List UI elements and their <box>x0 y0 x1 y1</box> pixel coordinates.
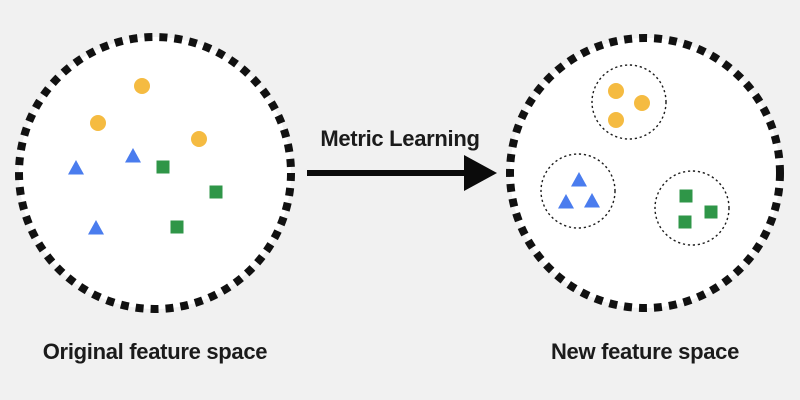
yellow-dot-marker <box>608 112 624 128</box>
new-space-label: New feature space <box>550 339 740 364</box>
green-square-marker <box>209 185 223 199</box>
yellow-dot-marker <box>608 83 624 99</box>
blue-triangle-marker <box>88 220 104 235</box>
green-cluster-boundary <box>654 170 730 246</box>
yellow-dot-marker <box>191 131 207 147</box>
yellow-dot-marker <box>634 95 650 111</box>
blue-triangle-marker <box>558 194 574 209</box>
original-space-label: Original feature space <box>42 339 268 364</box>
blue-triangle-marker <box>125 148 141 163</box>
arrow-head-icon <box>464 155 497 191</box>
yellow-cluster-boundary <box>591 64 667 140</box>
arrow-label: Metric Learning <box>320 126 480 151</box>
blue-triangle-marker <box>584 193 600 208</box>
new-space-boundary <box>506 34 784 312</box>
green-square-marker <box>170 220 184 234</box>
original-space-boundary <box>15 33 295 313</box>
blue-triangle-marker <box>68 160 84 175</box>
green-square-marker <box>678 215 692 229</box>
blue-triangle-marker <box>571 172 587 187</box>
blue-cluster-boundary <box>540 153 616 229</box>
yellow-dot-marker <box>134 78 150 94</box>
green-square-marker <box>156 160 170 174</box>
green-square-marker <box>704 205 718 219</box>
green-square-marker <box>679 189 693 203</box>
yellow-dot-marker <box>90 115 106 131</box>
